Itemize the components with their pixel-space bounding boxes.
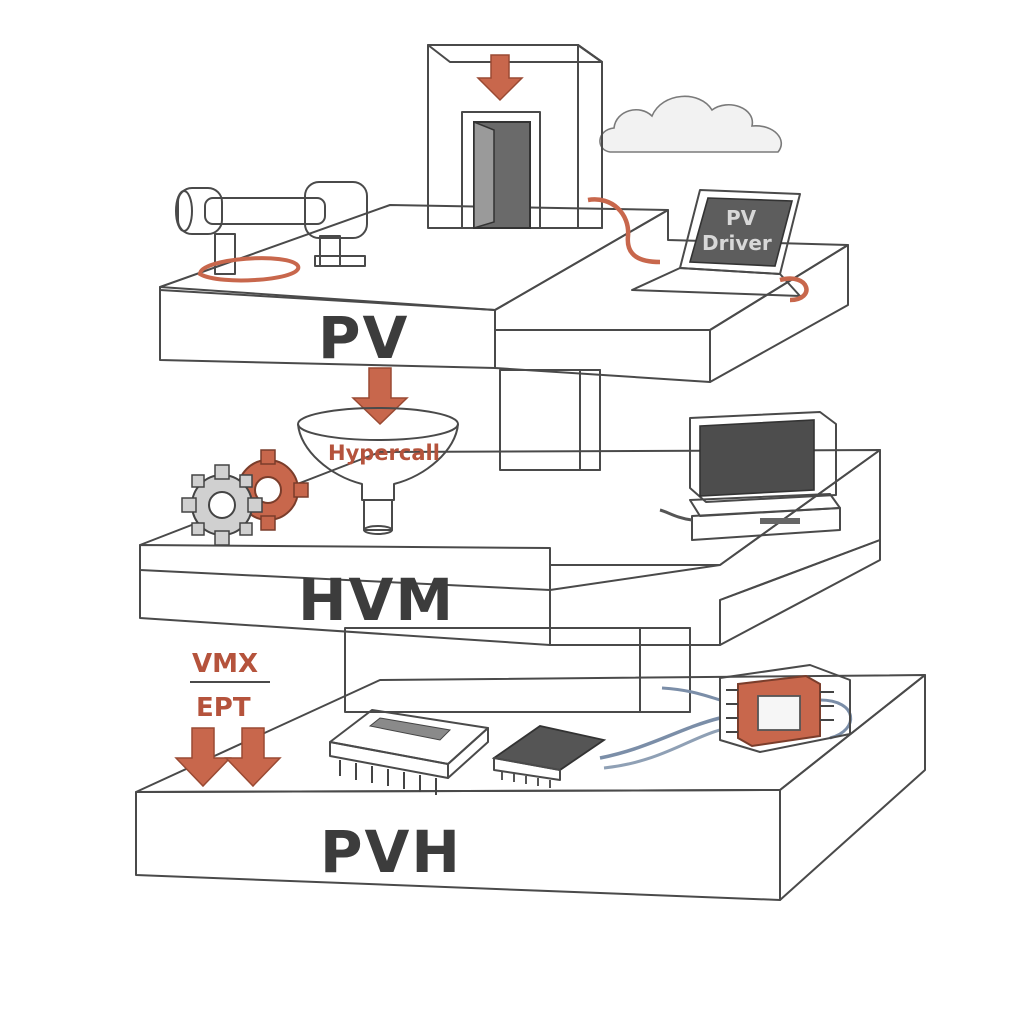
hypercall-down-arrow-icon (353, 368, 407, 424)
pvh-layer-label: PVH (320, 818, 462, 886)
cpu-chip-icon (330, 710, 488, 795)
double-down-arrow-icon (176, 728, 280, 786)
funnel-label: Hypercall (328, 441, 440, 465)
laptop-screen-text-line1: PV (726, 206, 757, 230)
hvm-layer-label: HVM (298, 566, 455, 634)
upper-support-column (500, 370, 600, 470)
gears-icon (182, 450, 308, 545)
pipe-icon (176, 182, 367, 280)
ept-label: EPT (196, 693, 251, 723)
laptop-screen-text-line2: Driver (702, 231, 772, 255)
pv-layer-label: PV (318, 304, 409, 372)
cloud-icon (600, 96, 781, 152)
door-tower-icon (428, 45, 602, 228)
vmx-label: VMX (192, 649, 258, 679)
crt-computer-icon (660, 412, 840, 540)
chip-processor-cable-2 (604, 730, 720, 768)
memory-chip-icon (494, 726, 604, 788)
lower-support-column (345, 628, 690, 712)
funnel-icon (298, 408, 458, 534)
